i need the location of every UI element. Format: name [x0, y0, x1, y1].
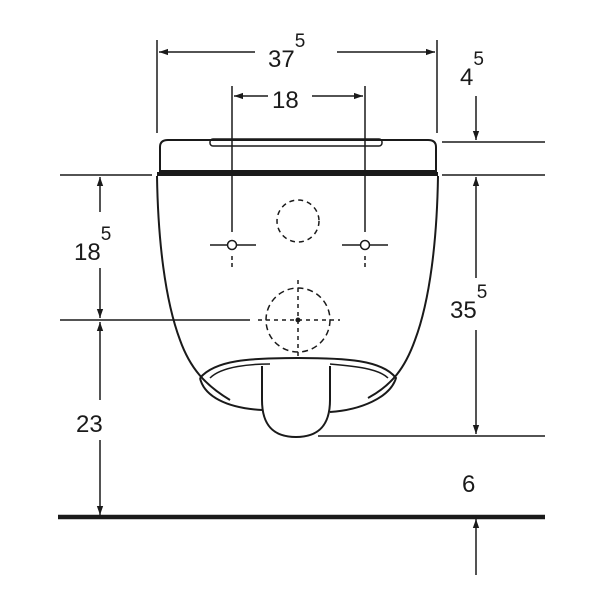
- bowl-body: [156, 175, 439, 401]
- bowl-rim: [199, 356, 398, 413]
- fixing-hole-right: [342, 239, 388, 270]
- inlet-connection: [276, 199, 320, 243]
- lid: [159, 139, 437, 172]
- dim-bowl-height: 355: [450, 282, 487, 324]
- dim-lid-gap: 45: [460, 49, 484, 91]
- dimension-arrows: [96, 48, 480, 575]
- extension-lines: [60, 40, 545, 437]
- dim-fixing-height: 185: [74, 224, 111, 266]
- dim-floor-gap: 6: [462, 471, 475, 498]
- outlet-pipe: [261, 366, 331, 439]
- fixing-hole-left: [210, 239, 256, 270]
- dim-hole-spacing: 18: [272, 87, 299, 114]
- outlet-connection: [60, 280, 340, 360]
- dim-top-width: 375: [268, 31, 305, 73]
- dim-outlet-height: 23: [76, 411, 103, 438]
- lid-hinge: [209, 138, 383, 147]
- toilet-outline: [156, 138, 439, 439]
